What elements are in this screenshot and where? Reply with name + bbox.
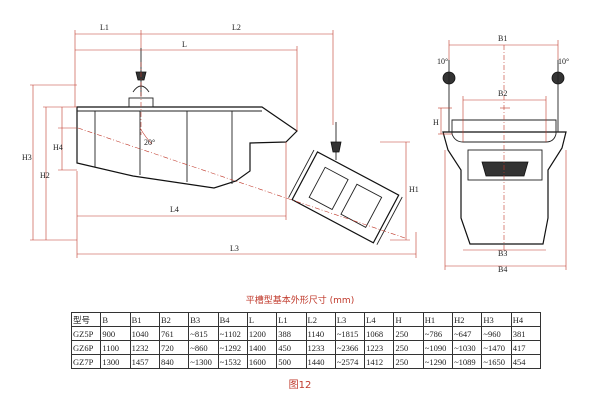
table-cell: 1040 (129, 326, 160, 341)
table-row: GZ7P 1300 1457 840 ~1300 ~1532 1600 500 … (70, 354, 542, 369)
table-cell: 388 (276, 326, 307, 341)
table-cell: 1140 (305, 326, 336, 341)
table-cell: 1100 (100, 340, 131, 355)
table-cell: 1200 (246, 326, 278, 341)
table-caption: 平槽型基本外形尺寸 (mm) (245, 296, 355, 306)
table-cell: ~1815 (334, 326, 366, 341)
dim-label-b1: B1 (498, 34, 507, 43)
table-cell: ~2574 (334, 354, 366, 369)
table-cell: 1233 (305, 340, 336, 355)
header-h: H (393, 312, 424, 327)
dim-label-angle: 20° (144, 138, 155, 147)
table-cell: ~860 (188, 340, 219, 355)
table-cell: ~1102 (217, 326, 248, 341)
trough-body (76, 106, 298, 189)
table-cell: ~1030 (452, 340, 483, 355)
dim-label-b2: B2 (498, 89, 507, 98)
table-cell: 1300 (100, 354, 131, 369)
side-view: L1 L2 L H3 H2 H4 20° L4 L3 H1 (22, 23, 419, 258)
suspension-hanger-right (330, 122, 342, 160)
table-cell: ~1532 (217, 354, 248, 369)
table-cell: 250 (393, 340, 424, 355)
table-cell: GZ7P (70, 354, 102, 369)
table-row: GZ5P 900 1040 761 ~815 ~1102 1200 388 11… (70, 326, 542, 341)
dim-label-h: H (433, 118, 439, 127)
table-cell: 1412 (364, 354, 395, 369)
table-cell: ~1090 (422, 340, 454, 355)
table-cell: ~1650 (481, 354, 512, 369)
dim-label-l1: L1 (100, 23, 109, 32)
header-l4: L4 (364, 312, 395, 327)
header-b4: B4 (217, 312, 248, 327)
table-cell: GZ6P (70, 340, 102, 355)
table-cell: ~1292 (217, 340, 248, 355)
header-h4: H4 (510, 312, 542, 327)
table-cell: 417 (510, 340, 542, 355)
table-cell: 250 (393, 354, 424, 369)
table-cell: 500 (276, 354, 307, 369)
table-cell: 1400 (246, 340, 278, 355)
table-cell: 454 (510, 354, 542, 369)
header-h2: H2 (452, 312, 483, 327)
table-cell: ~1290 (422, 354, 454, 369)
header-l3: L3 (334, 312, 366, 327)
table-cell: 1457 (129, 354, 160, 369)
front-view: B1 B2 B3 B4 H 10° 10° (433, 34, 569, 274)
dim-label-h2: H2 (40, 171, 50, 180)
header-model: 型号 (70, 312, 102, 327)
dim-label-h3: H3 (22, 153, 32, 162)
table-cell: ~1089 (452, 354, 483, 369)
header-b: B (100, 312, 131, 327)
table-cell: 1440 (305, 354, 336, 369)
table-cell: 1232 (129, 340, 160, 355)
header-l2: L2 (305, 312, 336, 327)
header-b3: B3 (188, 312, 219, 327)
header-h3: H3 (481, 312, 512, 327)
dim-label-l3: L3 (230, 244, 239, 253)
table-cell: ~647 (452, 326, 483, 341)
dim-label-l2: L2 (232, 23, 241, 32)
table-cell: GZ5P (70, 326, 102, 341)
header-h1: H1 (422, 312, 454, 327)
dim-label-b4: B4 (498, 265, 507, 274)
dim-label-l4: L4 (170, 205, 179, 214)
dimension-table: 型号 B B1 B2 B3 B4 L L1 L2 L3 L4 H H1 H2 H… (70, 312, 542, 369)
table-cell: 450 (276, 340, 307, 355)
table-cell: 250 (393, 326, 424, 341)
dim-label-l: L (182, 40, 187, 49)
table-cell: 900 (100, 326, 131, 341)
dim-label-angle-right: 10° (558, 57, 569, 66)
header-l1: L1 (276, 312, 307, 327)
table-cell: 1223 (364, 340, 395, 355)
suspension-hanger-left (128, 48, 154, 108)
table-cell: ~1300 (188, 354, 219, 369)
header-b2: B2 (158, 312, 190, 327)
technical-drawing: L1 L2 L H3 H2 H4 20° L4 L3 H1 (22, 23, 569, 274)
dim-label-h1: H1 (409, 185, 419, 194)
vibrator-motor (288, 149, 403, 245)
header-l: L (246, 312, 278, 327)
table-cell: ~1470 (481, 340, 512, 355)
dim-label-angle-left: 10° (437, 57, 448, 66)
table-cell: ~2366 (334, 340, 366, 355)
header-b1: B1 (129, 312, 160, 327)
table-cell: 720 (158, 340, 190, 355)
table-cell: 381 (510, 326, 542, 341)
table-cell: ~786 (422, 326, 454, 341)
dim-label-b3: B3 (498, 249, 507, 258)
table-cell: ~815 (188, 326, 219, 341)
trough-section (442, 131, 567, 245)
table-cell: ~960 (481, 326, 512, 341)
table-cell: 840 (158, 354, 190, 369)
table-header-row: 型号 B B1 B2 B3 B4 L L1 L2 L3 L4 H H1 H2 H… (70, 312, 542, 327)
dim-label-h4: H4 (53, 143, 63, 152)
figure-label: 图12 (288, 380, 312, 391)
table-cell: 761 (158, 326, 190, 341)
table-cell: 1068 (364, 326, 395, 341)
table-cell: 1600 (246, 354, 278, 369)
table-row: GZ6P 1100 1232 720 ~860 ~1292 1400 450 1… (70, 340, 542, 355)
